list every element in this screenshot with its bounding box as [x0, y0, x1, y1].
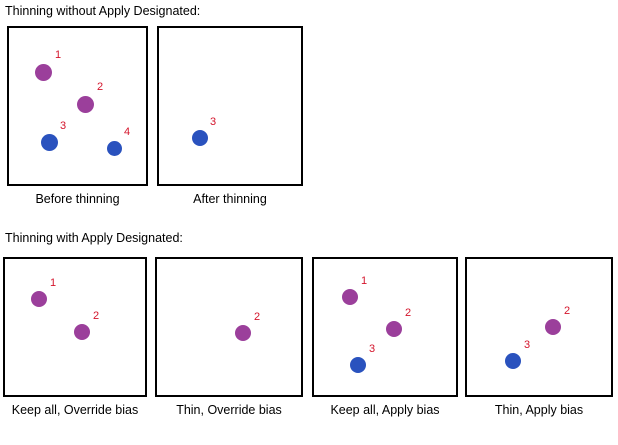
point-marker-1 [35, 64, 52, 81]
section-title-thinning-with-apply-designated: Thinning with Apply Designated: [5, 231, 183, 245]
point-label-3: 3 [369, 343, 376, 355]
point-marker-2 [545, 319, 561, 335]
point-label-2: 2 [254, 311, 261, 323]
caption-before-thinning: Before thinning [35, 192, 120, 206]
point-label-3: 3 [60, 120, 67, 132]
caption-keep-all-apply-bias: Keep all, Apply bias [330, 403, 440, 417]
point-label-3: 3 [210, 116, 217, 128]
point-marker-4 [107, 141, 122, 156]
panel-keep-all-apply-bias: 1 2 3 [312, 257, 458, 397]
point-marker-1 [342, 289, 358, 305]
point-label-2: 2 [97, 81, 104, 93]
point-label-3: 3 [524, 339, 531, 351]
point-label-4: 4 [124, 126, 131, 138]
point-label-2: 2 [405, 307, 412, 319]
caption-keep-all-override-bias: Keep all, Override bias [11, 403, 139, 417]
point-label-2: 2 [564, 305, 571, 317]
point-label-2: 2 [93, 310, 100, 322]
panel-thin-apply-bias: 2 3 [465, 257, 613, 397]
point-marker-3 [192, 130, 208, 146]
caption-after-thinning: After thinning [193, 192, 267, 206]
point-marker-2 [77, 96, 94, 113]
caption-thin-apply-bias: Thin, Apply bias [494, 403, 584, 417]
panel-keep-all-override-bias: 1 2 [3, 257, 147, 397]
point-label-1: 1 [55, 49, 62, 61]
caption-thin-override-bias: Thin, Override bias [176, 403, 282, 417]
panel-thin-override-bias: 2 [155, 257, 303, 397]
point-marker-2 [74, 324, 90, 340]
section-title-thinning-without-apply-designated: Thinning without Apply Designated: [5, 4, 201, 18]
point-marker-2 [386, 321, 402, 337]
point-marker-3 [41, 134, 58, 151]
point-marker-1 [31, 291, 47, 307]
point-marker-2 [235, 325, 251, 341]
point-marker-3 [505, 353, 521, 369]
panel-after-thinning: 3 [157, 26, 303, 186]
point-label-1: 1 [50, 277, 57, 289]
point-label-1: 1 [361, 275, 368, 287]
panel-before-thinning: 1 2 3 4 [7, 26, 148, 186]
point-marker-3 [350, 357, 366, 373]
